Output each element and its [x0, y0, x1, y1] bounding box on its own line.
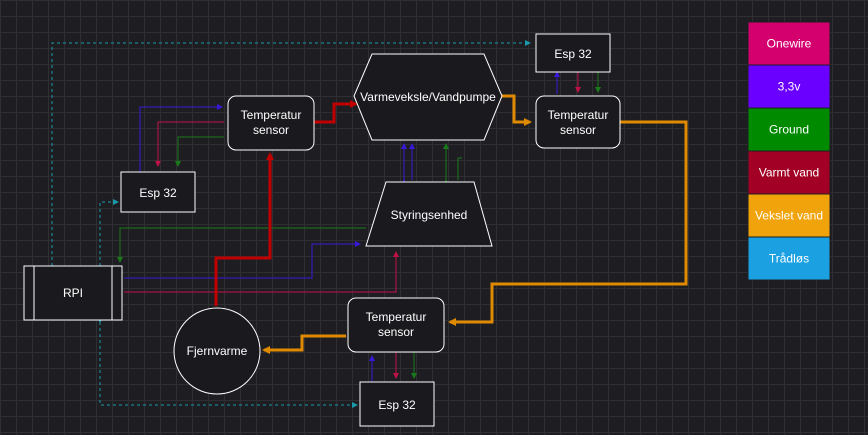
esp32-top-node: Esp 32	[535, 33, 611, 73]
legend-label: Onewire	[767, 37, 812, 51]
legend-label: Trådløs	[769, 252, 809, 266]
legend-item: Trådløs	[747, 236, 831, 281]
heat-exchanger-label: Varmeveksle/Vandpumpe	[360, 90, 496, 104]
nodes: Esp 32 Esp 32 Esp 32 Temperatur sensor T…	[23, 33, 621, 427]
temp-sensor-left-line1: Temperatur	[241, 108, 302, 122]
legend-swatch	[747, 64, 831, 109]
pipe-temp-right-temp-bottom	[448, 120, 688, 326]
legend-label: Varmt vand	[759, 166, 819, 180]
legend-item: Vekslet vand	[747, 193, 831, 238]
pipe-exchanger-temp-right	[500, 94, 532, 126]
power-esp32-left-temp	[139, 104, 223, 172]
district-heating-node: Fjernvarme	[173, 307, 261, 395]
wireless-rpi-esp32-left	[97, 199, 119, 271]
legend-label: Vekslet vand	[755, 209, 823, 223]
legend-item: Varmt vand	[747, 150, 831, 195]
esp32-bottom-label: Esp 32	[378, 398, 416, 412]
ground-temp-esp32-left	[175, 136, 224, 167]
esp32-left-label: Esp 32	[139, 186, 177, 200]
legend-item: 3,3v	[747, 64, 831, 109]
temp-sensor-bottom-node: Temperatur sensor	[347, 297, 445, 353]
temp-sensor-right-line1: Temperatur	[548, 108, 609, 122]
district-heating-label: Fjernvarme	[187, 344, 248, 358]
connectors	[49, 40, 688, 408]
control-unit-node: Styringsenhed	[365, 181, 493, 247]
pipe-fjernvarme-temp-left	[214, 152, 274, 306]
ground-ctrl-exch-2	[457, 157, 462, 180]
legend-swatch	[747, 150, 831, 195]
esp32-bottom-node: Esp 32	[359, 381, 435, 427]
temp-sensor-bottom-line1: Temperatur	[366, 310, 427, 324]
legend-label: Ground	[769, 123, 809, 137]
onewire-temp-esp32-left	[155, 121, 224, 167]
rpi-label: RPI	[63, 286, 83, 300]
temp-sensor-left-node: Temperatur sensor	[227, 95, 315, 151]
temp-sensor-bottom-line2: sensor	[378, 325, 414, 339]
heat-exchanger-node: Varmeveksle/Vandpumpe	[353, 53, 503, 141]
wireless-rpi-esp32-top	[49, 40, 531, 271]
wireless-rpi-esp32-bottom	[97, 317, 358, 408]
legend-label: 3,3v	[778, 80, 801, 94]
esp32-top-label: Esp 32	[554, 47, 592, 61]
esp32-left-node: Esp 32	[120, 171, 196, 213]
legend-swatch	[747, 236, 831, 281]
pipe-temp-bottom-fjernvarme	[262, 334, 346, 354]
legend-swatch	[747, 193, 831, 238]
temp-sensor-right-line2: sensor	[560, 123, 596, 137]
temp-sensor-right-node: Temperatur sensor	[535, 95, 621, 149]
legend-item: Ground	[747, 107, 831, 152]
power-rpi-ctrl	[124, 241, 361, 279]
legend-swatch	[747, 107, 831, 152]
rpi-node: RPI	[23, 265, 123, 321]
ground-ctrl-rpi	[117, 227, 366, 263]
temp-sensor-left-line2: sensor	[253, 123, 289, 137]
pipe-temp-left-exchanger	[314, 100, 358, 124]
control-unit-label: Styringsenhed	[391, 208, 468, 222]
legend-item: Onewire	[747, 21, 831, 66]
